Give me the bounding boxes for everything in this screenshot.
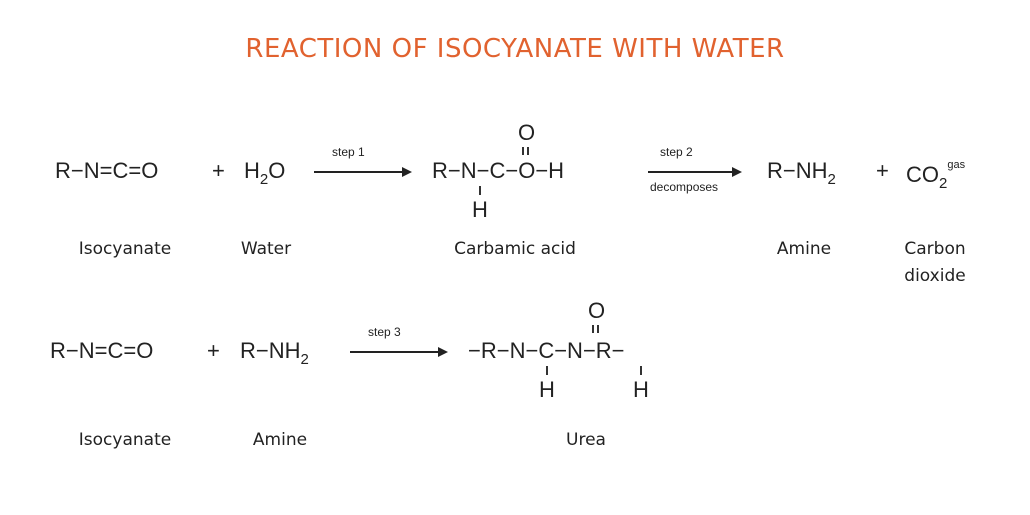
amine-formula: R−NH2 xyxy=(767,158,836,188)
label-amine: Amine xyxy=(776,239,832,259)
label-urea: Urea xyxy=(566,430,606,450)
urea-hydrogen-left: H xyxy=(539,377,555,402)
step1-label: step 1 xyxy=(332,145,365,159)
urea-chain: −R−N−C−N−R− xyxy=(468,338,625,363)
step2-arrow xyxy=(648,167,742,177)
label-carbamic-acid: Carbamic acid xyxy=(454,239,576,259)
carbamic-oxygen: O xyxy=(518,120,536,145)
step1-arrow xyxy=(314,167,412,177)
single-bond xyxy=(640,366,642,375)
amine-formula: R−NH2 xyxy=(240,338,309,368)
single-bond xyxy=(546,366,548,375)
water-formula: H2O xyxy=(244,158,286,188)
urea-oxygen: O xyxy=(588,298,606,323)
single-bond xyxy=(479,186,481,195)
isocyanate-formula: R−N=C=O xyxy=(55,158,159,183)
label-carbon-dioxide: Carbon dioxide xyxy=(904,239,966,286)
step2-label: step 2 xyxy=(660,145,693,159)
step3-label: step 3 xyxy=(368,325,401,339)
co2-formula: CO2gas xyxy=(906,159,966,192)
carbamic-hydrogen: H xyxy=(472,197,488,222)
plus-sign: + xyxy=(212,158,225,183)
label-isocyanate: Isocyanate xyxy=(78,430,172,450)
step3-arrow xyxy=(350,347,448,357)
label-amine: Amine xyxy=(252,430,308,450)
plus-sign: + xyxy=(207,338,220,363)
decomposes-label: decomposes xyxy=(650,180,719,194)
double-bond xyxy=(522,147,529,155)
page-title: REACTION OF ISOCYANATE WITH WATER xyxy=(245,34,785,64)
urea-hydrogen-right: H xyxy=(633,377,649,402)
double-bond xyxy=(592,325,599,333)
plus-sign: + xyxy=(876,158,889,183)
label-isocyanate: Isocyanate xyxy=(78,239,172,259)
label-water: Water xyxy=(240,239,292,259)
isocyanate-formula: R−N=C=O xyxy=(50,338,154,363)
carbamic-acid-chain: R−N−C−O−H xyxy=(432,158,565,183)
